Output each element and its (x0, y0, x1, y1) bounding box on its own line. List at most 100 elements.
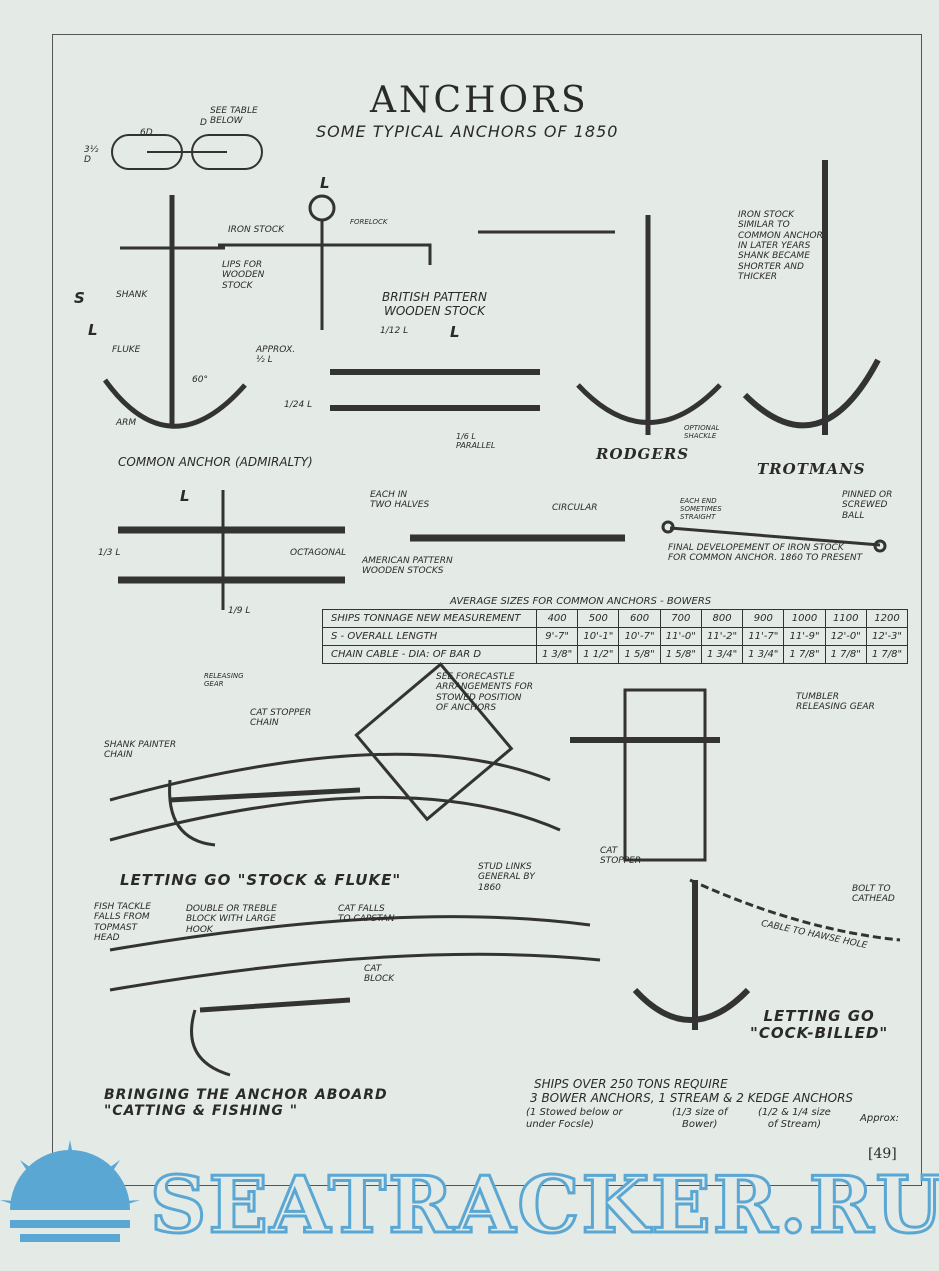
cell: 11'-9" (783, 627, 826, 646)
label-lips: LIPS FOR WOODEN STOCK (222, 260, 265, 291)
cell: 1000 (783, 609, 826, 628)
cell: 600 (618, 609, 661, 628)
cell: 700 (659, 609, 702, 628)
iron-stock-caption: FINAL DEVELOPEMENT OF IRON STOCK FOR COM… (668, 543, 863, 564)
label-arm: ARM (116, 418, 137, 428)
label-60: 60° (192, 375, 208, 385)
fish-tackle-label: FISH TACKLE FALLS FROM TOPMAST HEAD (94, 902, 151, 944)
cat-falls-label: CAT FALLS TO CAPSTAN (338, 904, 395, 925)
see-table-label: SEE TABLE BELOW (210, 106, 258, 127)
iron-stock-ends-label: EACH END SOMETIMES STRAIGHT (680, 497, 722, 522)
common-anchor-caption: COMMON ANCHOR (ADMIRALTY) (118, 455, 313, 469)
stock-fluke-drawing (109, 662, 561, 847)
sizes-table-caption: AVERAGE SIZES FOR COMMON ANCHORS - BOWER… (450, 596, 712, 607)
tumbler-label: TUMBLER RELEASING GEAR (796, 692, 875, 713)
catting-caption: BRINGING THE ANCHOR ABOARD "CATTING & FI… (104, 1087, 388, 1120)
cell: 1 3/4" (742, 645, 785, 664)
british-stock-drawing (330, 369, 540, 411)
stud-links-label: STUD LINKS GENERAL BY 1860 (478, 862, 535, 893)
british-label-l: L (450, 323, 461, 341)
cell: 1 5/8" (659, 645, 702, 664)
label-s: S (74, 289, 86, 307)
table-row: S - OVERALL LENGTH 9'-7"10'-1"10'-7"11'-… (322, 627, 909, 646)
cell: 800 (700, 609, 744, 628)
table-row: CHAIN CABLE - DIA: OF BAR D 1 3/8"1 1/2"… (322, 645, 909, 664)
watermark: SEATRACKER.RU (149, 1159, 939, 1253)
label-iron-stock: IRON STOCK (228, 225, 285, 235)
label-shank: SHANK (116, 290, 148, 300)
chain-d-label: D (200, 118, 207, 128)
american-label-l: L (180, 487, 191, 505)
american-label-1-3: 1/3 L (98, 548, 121, 558)
requirement-paren1: (1 Stowed below or under Focsle) (526, 1107, 623, 1130)
final-iron-stock-drawing (661, 520, 887, 553)
cell: 1 7/8" (865, 645, 909, 664)
page-frame (52, 34, 922, 1186)
trotmans-note: IRON STOCK SIMILAR TO COMMON ANCHOR IN L… (738, 210, 823, 283)
cell: 500 (577, 609, 620, 628)
row-label: S - OVERALL LENGTH (322, 627, 537, 646)
trotmans-anchor-drawing (742, 160, 881, 435)
american-label-circular: CIRCULAR (552, 503, 598, 513)
see-forecastle-label: SEE FORECASTLE ARRANGEMENTS FOR STOWED P… (436, 672, 533, 714)
label-fluke: FLUKE (112, 345, 141, 355)
cell: 400 (535, 609, 579, 628)
rodgers-caption: RODGERS (596, 445, 690, 463)
cell: 10'-7" (618, 627, 661, 646)
iron-stock-drawing (218, 194, 432, 330)
page-subtitle: SOME TYPICAL ANCHORS OF 1850 (316, 122, 619, 141)
row-label: SHIPS TONNAGE NEW MEASUREMENT (322, 609, 537, 628)
american-label-octagonal: OCTAGONAL (290, 548, 347, 558)
label-approx: APPROX. ½ L (256, 345, 296, 366)
label-forelock: FORELOCK (350, 218, 388, 226)
requirement-line1: SHIPS OVER 250 TONS REQUIRE (534, 1077, 728, 1091)
iron-stock-ball-label: PINNED OR SCREWED BALL (842, 490, 893, 521)
chain-height-label: 3½ D (84, 145, 99, 166)
american-stock-drawing (118, 490, 625, 610)
cell: 12'-3" (865, 627, 909, 646)
label-stock-l: L (320, 174, 331, 192)
stock-fluke-caption: LETTING GO "STOCK & FLUKE" (120, 871, 402, 889)
cell: 11'-2" (700, 627, 744, 646)
cell: 1 7/8" (824, 645, 867, 664)
cell: 1 5/8" (618, 645, 661, 664)
cell: 1200 (865, 609, 909, 628)
label-l: L (88, 321, 99, 339)
shank-painter-label: SHANK PAINTER CHAIN (104, 740, 177, 761)
rodgers-anchor-drawing (478, 215, 722, 435)
cell: 1 1/2" (577, 645, 620, 664)
american-stock-caption: AMERICAN PATTERN WOODEN STOCKS (362, 556, 453, 577)
cat-stopper-label: CAT STOPPER (600, 846, 642, 867)
british-label-1-12: 1/12 L (380, 326, 409, 336)
american-label-1-9: 1/9 L (228, 606, 251, 616)
trotmans-caption: TROTMANS (757, 460, 866, 478)
cell: 1100 (824, 609, 867, 628)
british-label-1-24: 1/24 L (284, 400, 313, 410)
chain-link-drawing (111, 134, 263, 170)
chain-width-label: 6D (140, 128, 153, 138)
page-number: [49] (868, 1146, 897, 1162)
requirement-paren3: (1/2 & 1/4 size of Stream) (758, 1107, 831, 1130)
british-label-1-6: 1/6 L PARALLEL (456, 432, 496, 451)
cock-billed-drawing (570, 688, 901, 1030)
cell: 11'-0" (659, 627, 702, 646)
cat-block-label: CAT BLOCK (364, 964, 395, 985)
cell: 900 (742, 609, 785, 628)
rodgers-shackle-label: OPTIONAL SHACKLE (684, 424, 720, 441)
sun-logo-icon (0, 1140, 140, 1242)
double-block-label: DOUBLE OR TREBLE BLOCK WITH LARGE HOOK (186, 904, 277, 935)
cell: 1 7/8" (783, 645, 826, 664)
page-title: ANCHORS (370, 80, 589, 121)
catting-drawing (109, 915, 601, 1077)
releasing-gear-label: RELEASING GEAR (204, 672, 244, 689)
american-label-halves: EACH IN TWO HALVES (370, 490, 430, 511)
row-label: CHAIN CABLE - DIA: OF BAR D (322, 645, 537, 664)
requirement-approx: Approx: (860, 1113, 900, 1124)
requirement-line2: 3 BOWER ANCHORS, 1 STREAM & 2 KEDGE ANCH… (530, 1091, 854, 1105)
cell: 9'-7" (535, 627, 579, 646)
cell: 1 3/8" (535, 645, 579, 664)
cell: 1 3/4" (700, 645, 744, 664)
